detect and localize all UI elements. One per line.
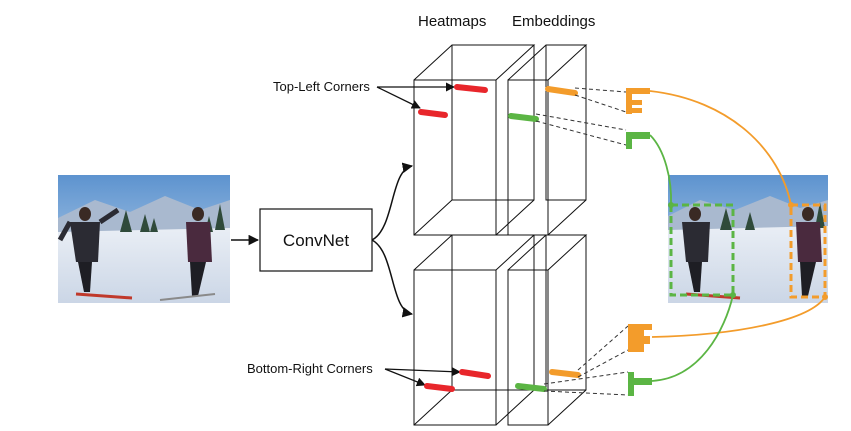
bottom-heatmap-block: [413, 234, 536, 426]
embedding-bottom-green-mark: [515, 383, 547, 392]
arrow-to-top-heatmap: [371, 162, 414, 241]
output-photo: [668, 175, 828, 303]
green-detection-box: [669, 203, 735, 297]
orange-detection-box: [789, 203, 827, 299]
orange-bottom-link: [651, 296, 826, 338]
embedding-top-orange-mark: [545, 86, 578, 96]
arrow-to-bottom-heatmap: [371, 239, 414, 318]
top-left-orange-glyph: [626, 88, 650, 114]
input-photo: [57, 175, 230, 303]
top-left-green-glyph: [626, 132, 650, 149]
heatmaps-label: Heatmaps: [418, 13, 486, 30]
convnet-label: ConvNet: [283, 231, 349, 250]
bottom-right-green-glyph: [628, 372, 652, 396]
top-embedding-block: [507, 44, 588, 236]
bottom-right-orange-glyph: [628, 324, 652, 352]
bottom-right-corners-label: Bottom-Right Corners: [247, 361, 373, 376]
green-top-link: [649, 134, 672, 206]
embedding-bottom-orange-mark: [549, 369, 581, 378]
embedding-top-green-mark: [508, 113, 539, 122]
green-bottom-link: [651, 294, 734, 382]
heatmap-bottom-right-mark-1: [459, 369, 491, 379]
heatmap-bottom-right-mark-2: [424, 383, 455, 392]
embeddings-label: Embeddings: [512, 13, 595, 30]
top-heatmap-block: [413, 44, 536, 236]
dashed-projections: [535, 87, 629, 396]
bottom-right-arrow-2: [384, 368, 426, 387]
orange-top-link: [649, 90, 792, 206]
convnet-box: [259, 208, 373, 272]
bottom-embedding-block: [507, 234, 588, 426]
heatmap-top-left-mark-1: [454, 84, 488, 93]
heatmap-top-left-mark-2: [418, 109, 448, 118]
bottom-right-arrow-1: [384, 367, 461, 377]
top-left-arrow-2: [376, 86, 421, 109]
top-left-corners-label: Top-Left Corners: [273, 79, 370, 94]
